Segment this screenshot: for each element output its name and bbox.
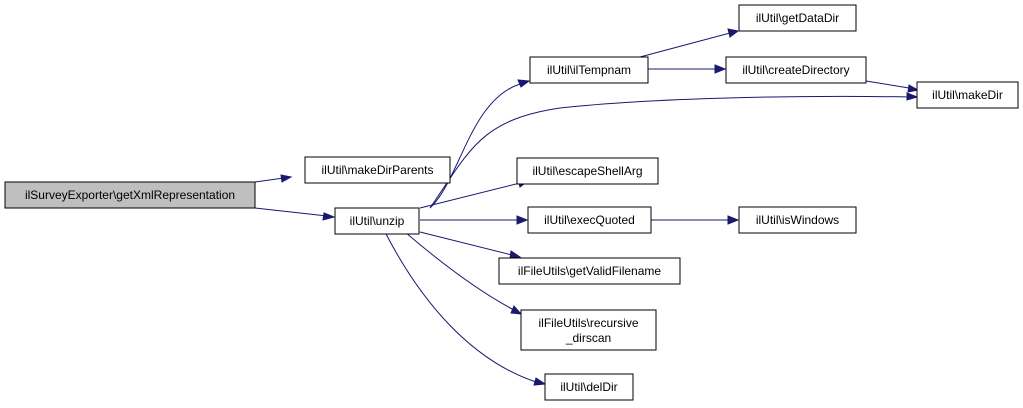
edge-arrow [907,84,920,93]
node-label: ilUtil\ilTempnam [547,63,631,77]
node-label: ilUtil\getDataDir [756,11,839,25]
node-label: ilFileUtils\getValidFilename [518,264,661,278]
node-box [544,373,634,401]
node-escape-shell-arg[interactable]: ilUtil\escapeShellArg [516,157,659,185]
edge-arrow [322,212,336,221]
node-box [529,56,649,84]
edge-unzip-to-getvalidfilename [419,231,513,256]
node-box [498,257,681,285]
edge-arrow [280,174,293,183]
edge-arrow [727,215,740,225]
node-get-valid-filename[interactable]: ilFileUtils\getValidFilename [498,257,681,285]
edge-arrow [517,79,531,88]
node-label: ilUtil\makeDir [932,88,1003,102]
edge-arrow [533,377,547,386]
node-label: ilUtil\delDir [560,380,617,394]
node-label-line2: _dirscan [565,331,611,345]
node-unzip[interactable]: ilUtil\unzip [334,207,420,235]
node-label: ilSurveyExporter\getXmlRepresentation [25,188,235,202]
node-make-dir-parents[interactable]: ilUtil\makeDirParents [304,156,451,184]
node-il-tempnam[interactable]: ilUtil\ilTempnam [529,56,649,84]
node-del-dir[interactable]: ilUtil\delDir [544,373,634,401]
node-box [738,4,857,32]
edge-arrow [727,28,740,38]
node-label: ilUtil\execQuoted [544,213,635,227]
node-is-windows[interactable]: ilUtil\isWindows [738,206,857,234]
edge-arrow [516,215,529,225]
node-recursive-dirscan[interactable]: ilFileUtils\recursive _dirscan [520,309,657,351]
edge-arrow [906,92,919,101]
node-box [334,207,420,235]
node-box [516,157,659,185]
node-box [725,56,867,84]
edge-unzip-to-deldir [384,231,537,383]
edge-arrow [714,64,727,74]
node-label: ilUtil\createDirectory [742,63,849,77]
node-get-data-dir[interactable]: ilUtil\getDataDir [738,4,857,32]
node-box [304,156,451,184]
node-box [4,181,256,209]
node-label: ilUtil\unzip [350,214,405,228]
edge-unzip-to-recursivedirscan [404,231,515,311]
edge-unzip-to-escapeshellarg [419,182,521,209]
edge-iltempnam-to-getdatadir [639,32,731,58]
edge-root-to-unzip [254,207,328,217]
node-exec-quoted[interactable]: ilUtil\execQuoted [527,206,652,234]
edge-unzip-to-iltempnam [429,83,521,209]
node-box [527,206,652,234]
node-label: ilUtil\escapeShellArg [532,164,642,178]
node-create-directory[interactable]: ilUtil\createDirectory [725,56,867,84]
node-box [916,81,1019,109]
edge-unzip-to-makedir [429,95,911,209]
node-root[interactable]: ilSurveyExporter\getXmlRepresentation [4,181,256,209]
node-label: ilUtil\makeDirParents [321,163,433,177]
node-label: ilUtil\isWindows [756,213,839,227]
edges [254,28,920,386]
node-box [520,309,657,351]
node-label-line1: ilFileUtils\recursive [538,316,638,330]
node-box [738,206,857,234]
edge-arrow [510,305,523,315]
edge-createdirectory-to-makedir [865,80,910,89]
node-make-dir[interactable]: ilUtil\makeDir [916,81,1019,109]
